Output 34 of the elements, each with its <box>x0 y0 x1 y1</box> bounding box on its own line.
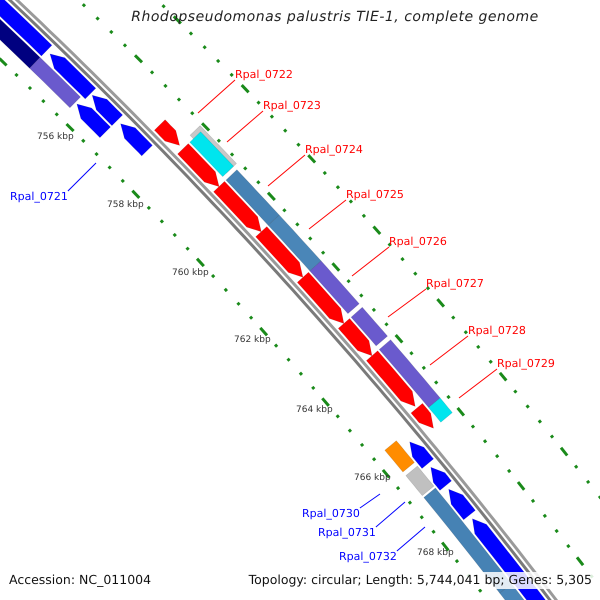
scale-label: 756 kbp <box>37 133 74 142</box>
scale-label: 766 kbp <box>354 474 391 483</box>
gene-label: Rpal_0732 <box>339 551 397 562</box>
scale-label: 762 kbp <box>234 336 271 345</box>
leader-line <box>458 368 498 398</box>
leader-line <box>308 200 346 230</box>
leader-line <box>198 80 236 114</box>
leader-line <box>67 162 96 192</box>
leader-line <box>430 336 468 366</box>
gene-label: Rpal_0729 <box>497 358 555 369</box>
leader-line <box>375 502 406 528</box>
leader-line <box>359 494 380 508</box>
accession-text: Accession: NC_011004 <box>9 574 152 586</box>
leader-line <box>388 288 426 318</box>
topology-text: Topology: circular; Length: 5,744,041 bp; Genes: 5,305 <box>246 572 594 588</box>
leader-line <box>352 246 390 276</box>
scale-label: 768 kbp <box>417 549 454 558</box>
scale-label: 760 kbp <box>172 269 209 278</box>
gene-label: Rpal_0731 <box>318 527 376 538</box>
map-title: Rhodopseudomonas palustris TIE-1, complete genome <box>130 10 540 24</box>
gene-label: Rpal_0721 <box>10 191 68 202</box>
leader-line <box>268 154 306 186</box>
gene-label: Rpal_0726 <box>389 236 447 247</box>
gene-label: Rpal_0725 <box>346 189 404 200</box>
gene-label: Rpal_0722 <box>235 69 293 80</box>
gene-label: Rpal_0730 <box>302 508 360 519</box>
gene-label: Rpal_0728 <box>468 325 526 336</box>
scale-label: 758 kbp <box>107 201 144 210</box>
leader-line <box>226 110 264 142</box>
gene-label: Rpal_0727 <box>426 278 484 289</box>
scale-label: 764 kbp <box>296 406 333 415</box>
gene-label: Rpal_0724 <box>305 144 363 155</box>
leader-line <box>396 526 426 552</box>
gene-label: Rpal_0723 <box>263 100 321 111</box>
